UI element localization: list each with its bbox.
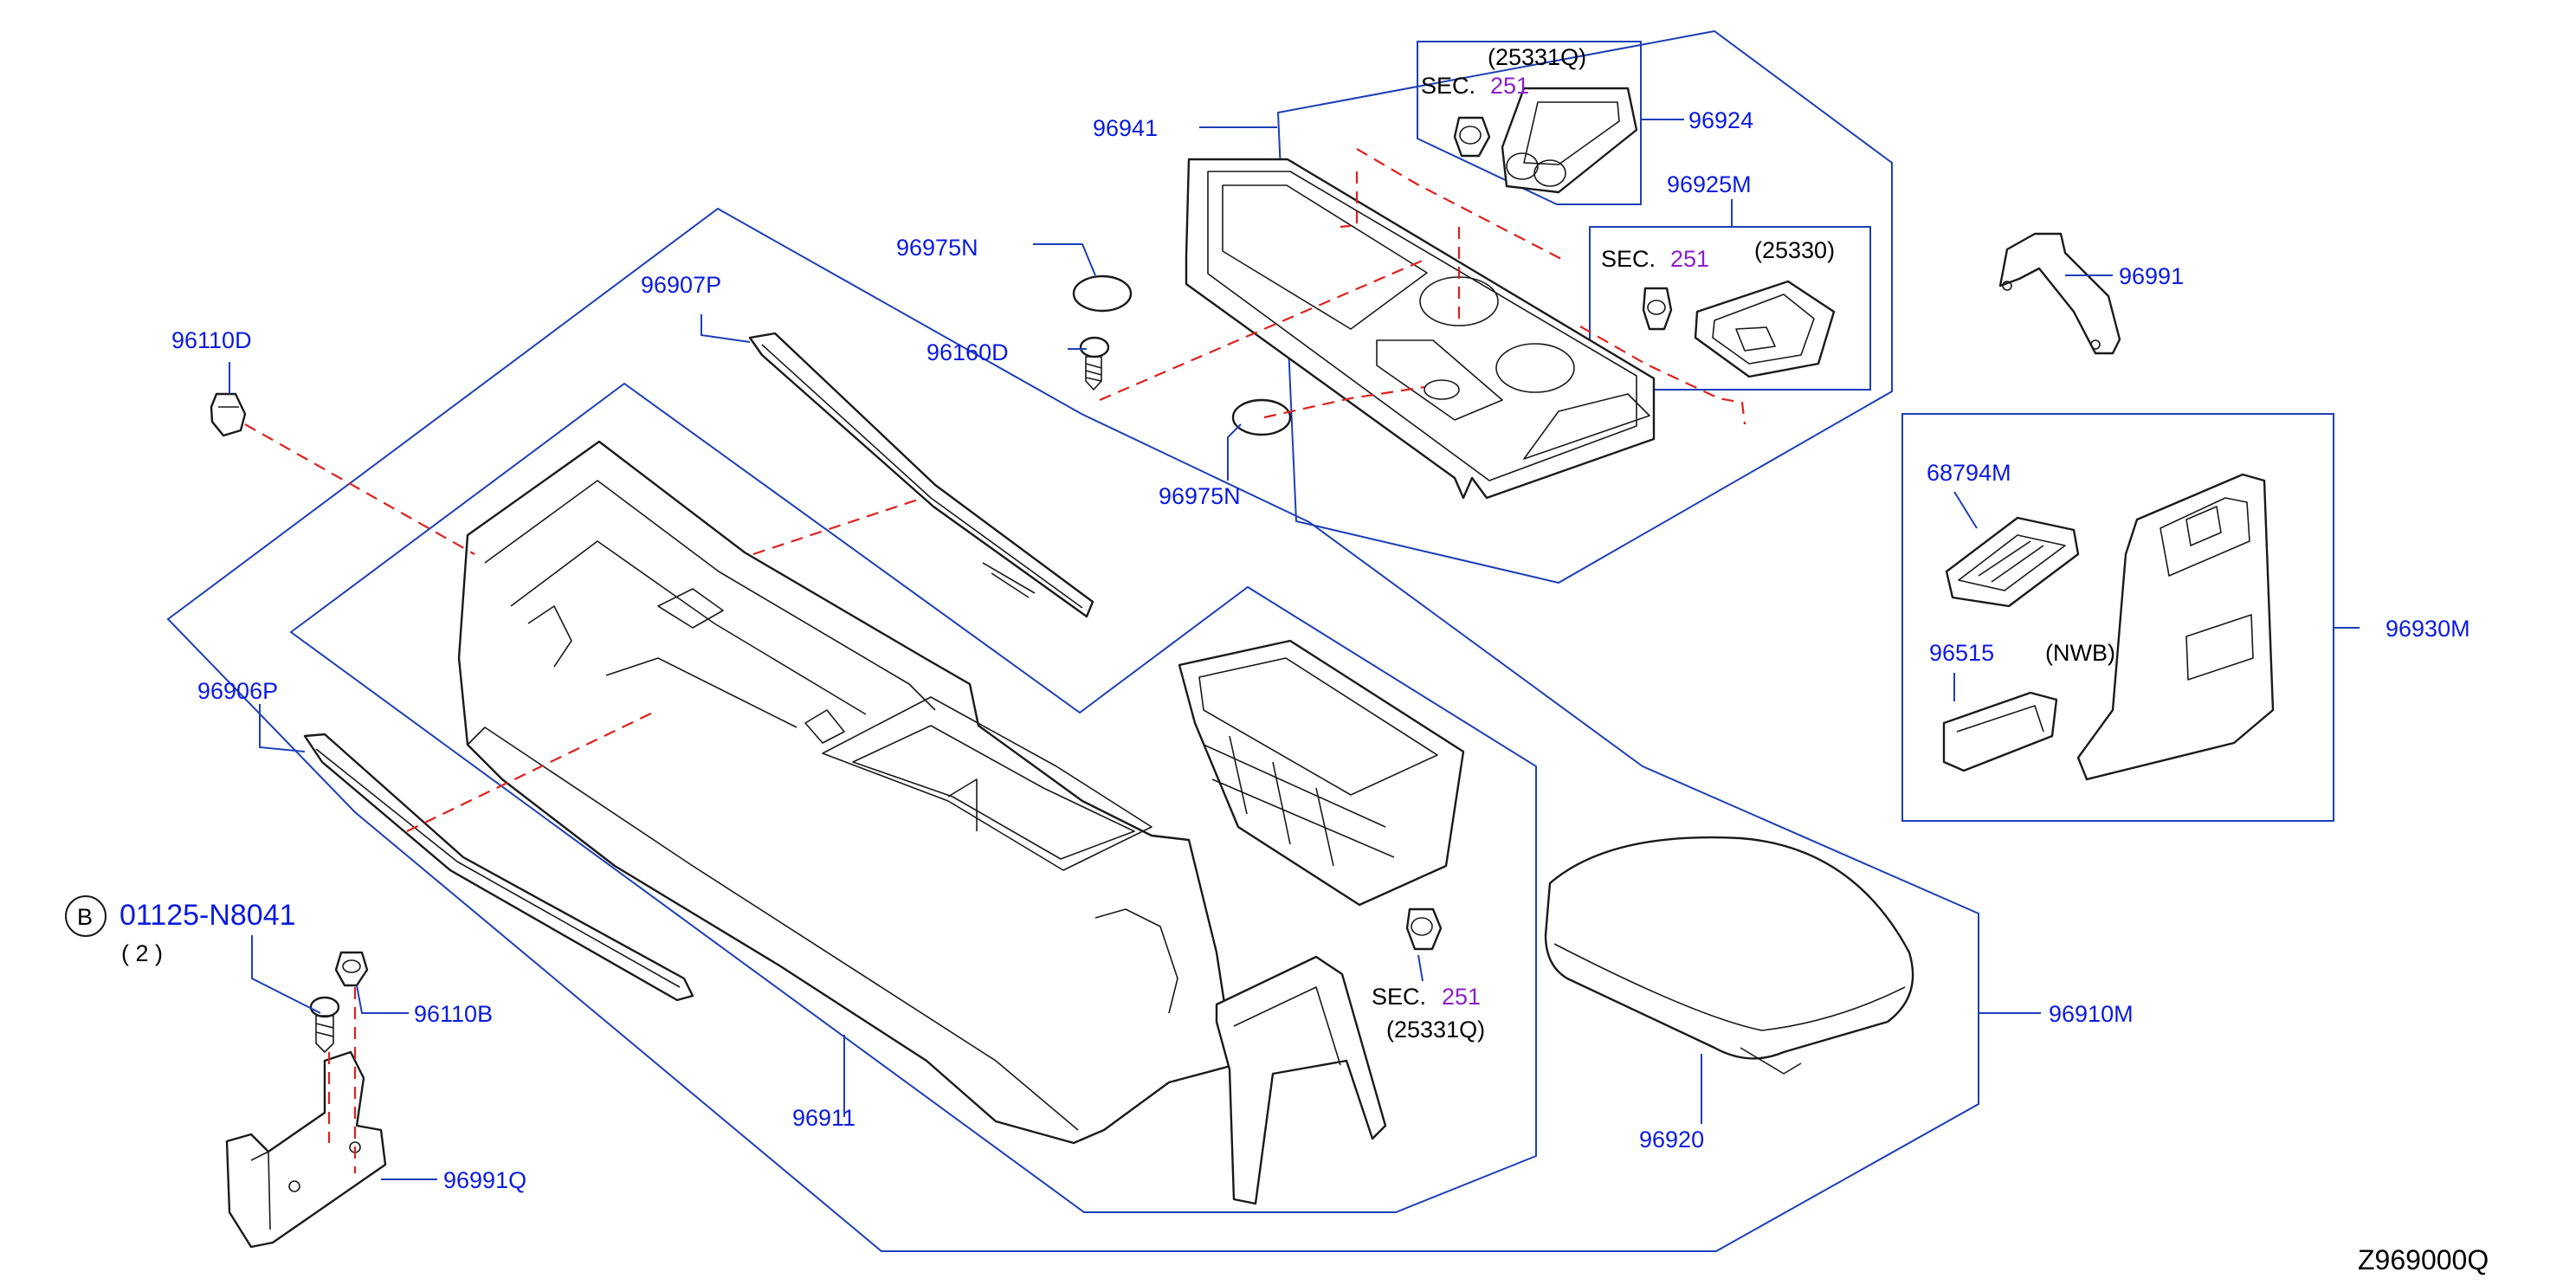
bracket-96991 [1998, 232, 2121, 355]
label-qty-2: ( 2 ) [121, 940, 163, 966]
drawing-id: Z969000Q [2358, 1244, 2489, 1275]
label-sec-251-low: 251 [1442, 984, 1481, 1010]
insert-96924 [1501, 87, 1638, 194]
plug-disc-96975n-top [1072, 274, 1133, 313]
label-68794m: 68794M [1927, 460, 2011, 486]
label-96110d: 96110D [171, 327, 252, 353]
console-trim-96941 [1185, 158, 1656, 500]
label-96991: 96991 [2119, 263, 2184, 289]
callout-circle-b [65, 895, 107, 937]
group-frame-96911 [289, 382, 1537, 1213]
label-96975n-top: 96975N [896, 235, 978, 261]
plug-sec251-low [1405, 907, 1443, 951]
label-sec-low: SEC. [1372, 984, 1426, 1010]
group-frame-96930m [1901, 413, 2334, 822]
shifter-96925m [1694, 280, 1836, 378]
clip-96110d [210, 392, 247, 437]
leader-lines [229, 119, 2360, 1180]
group-frame-96941 [1276, 29, 1893, 584]
label-sec-251-top: 251 [1490, 73, 1529, 99]
label-25331q-top: (25331Q) [1488, 44, 1586, 70]
label-96110b: 96110B [414, 1001, 493, 1027]
label-96991q: 96991Q [443, 1167, 526, 1193]
bracket-96991q [225, 1050, 387, 1249]
label-nwb: (NWB) [2045, 640, 2115, 666]
label-96920: 96920 [1639, 1127, 1704, 1153]
label-25331q-low: (25331Q) [1386, 1017, 1485, 1043]
screw-01125-n8041 [309, 996, 340, 1053]
plug-sec251-top [1453, 116, 1491, 158]
group-frame-96924 [1417, 41, 1642, 205]
label-01125-n8041: 01125-N8041 [119, 899, 296, 932]
label-sec-251-mid: 251 [1670, 246, 1709, 272]
plug-disc-96975n-bottom [1231, 398, 1292, 436]
console-body-96911 [457, 440, 1236, 1145]
label-25330: (25330) [1754, 237, 1835, 263]
finisher-96907p [748, 332, 1094, 618]
plug-sec251-mid [1642, 287, 1673, 331]
label-sec-mid: SEC. [1601, 246, 1656, 272]
label-96941: 96941 [1093, 115, 1158, 141]
finisher-96906p [303, 733, 694, 1002]
label-96906p: 96906P [197, 678, 278, 704]
label-96160d: 96160D [926, 339, 1009, 365]
label-96924: 96924 [1688, 107, 1753, 133]
lid-96515 [1942, 691, 2058, 772]
label-circle-b: B [77, 904, 93, 930]
group-frame-96925m [1589, 226, 1871, 391]
label-96515: 96515 [1929, 640, 1994, 666]
armrest-lid-96920 [1544, 836, 1914, 1075]
storage-bin [1178, 639, 1465, 907]
label-sec-top: SEC. [1421, 73, 1475, 99]
vent-68794m [1945, 516, 2080, 608]
screw-96160d [1079, 336, 1110, 391]
assembly-dashed-lines [244, 148, 1746, 1173]
finisher-rear-96930m [2076, 473, 2275, 781]
label-96907p: 96907P [641, 272, 721, 298]
bracket-lower-center [1215, 955, 1387, 1205]
label-96930m: 96930M [2386, 616, 2470, 642]
clip-96110b [334, 951, 369, 987]
label-96975n-bottom: 96975N [1159, 483, 1241, 509]
label-96911: 96911 [792, 1105, 855, 1131]
label-96925m: 96925M [1667, 171, 1752, 197]
group-frame-96910m [166, 207, 1979, 1252]
label-96910m: 96910M [2049, 1001, 2134, 1027]
